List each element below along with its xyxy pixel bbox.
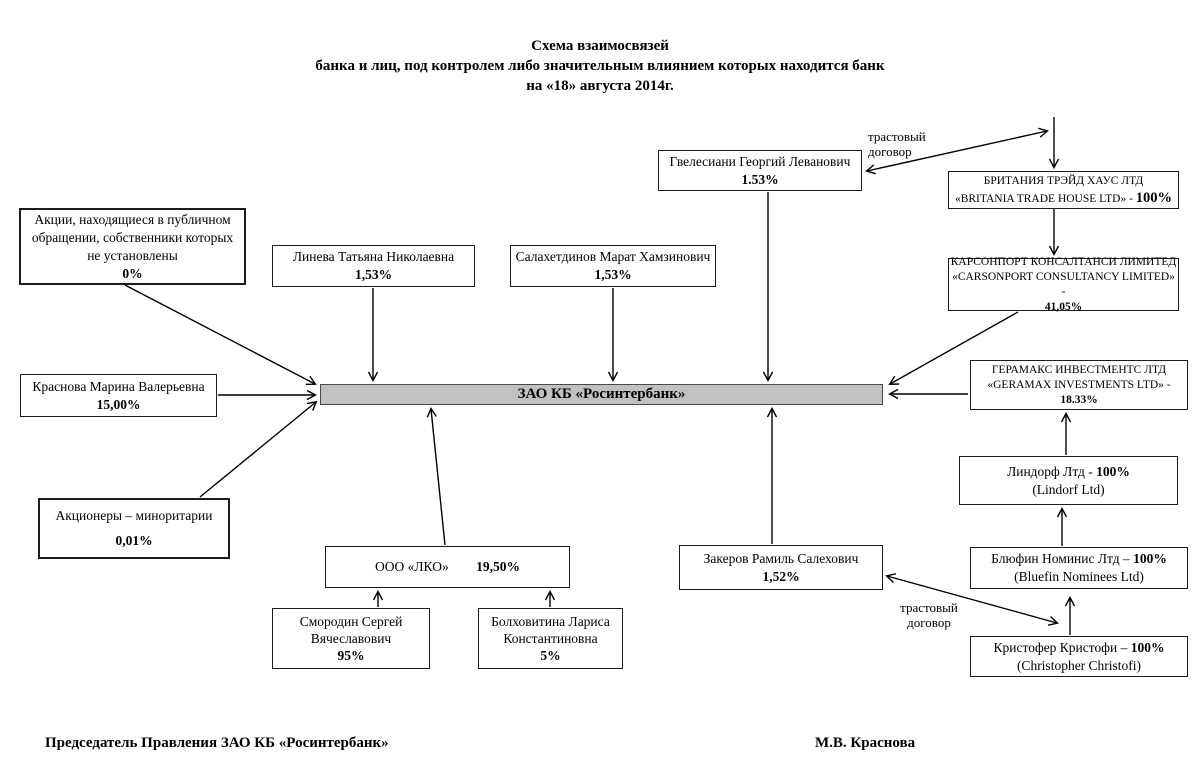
- footer-signature-name: М.В. Краснова: [815, 735, 916, 751]
- bluefin-name-en: (Bluefin Nominees Ltd): [1014, 569, 1144, 584]
- bolkhovitina-name2: Константиновна: [503, 631, 598, 646]
- lindorf-name: Линдорф Лтд -: [1007, 463, 1093, 479]
- node-bluefin: Блюфин Номинис Лтд – 100% (Bluefin Nomin…: [970, 547, 1188, 589]
- britania-name-en: «BRITANIA TRADE HOUSE LTD» -: [954, 192, 1133, 205]
- carsonport-percent: 41,05%: [1044, 300, 1083, 313]
- title-line-1: Схема взаимосвязей: [531, 38, 669, 54]
- public-shares-percent: 0%: [122, 265, 143, 281]
- node-lindorf: Линдорф Лтд - 100% (Lindorf Ltd): [959, 456, 1178, 505]
- lindorf-name-en: (Lindorf Ltd): [1032, 481, 1105, 497]
- geramax-name-ru: ГЕРАМАКС ИНВЕСТМЕНТС ЛТД: [991, 363, 1167, 376]
- arrow-public-shares-to-bank: [124, 284, 317, 385]
- gvelesiani-name: Гвелесиани Георгий Леванович: [669, 153, 851, 169]
- christofi-name: Кристофер Кристофи –: [993, 639, 1128, 655]
- title-line-3: на «18» августа 2014г.: [526, 78, 674, 94]
- node-krasnova: Краснова Марина Валерьевна 15,00%: [20, 374, 217, 417]
- node-minority: Акционеры – миноритарии 0,01%: [38, 498, 230, 559]
- krasnova-name: Краснова Марина Валерьевна: [32, 378, 205, 394]
- christofi-name-en: (Christopher Christofi): [1016, 657, 1142, 673]
- bluefin-name: Блюфин Номинис Лтд –: [991, 551, 1130, 566]
- public-shares-line2: обращении, собственники которых: [31, 229, 234, 245]
- gvelesiani-percent: 1.53%: [741, 171, 779, 187]
- geramax-name-en: «GERAMAX INVESTMENTS LTD» -: [987, 378, 1171, 391]
- node-bolkhovitina: Болховитина Лариса Константиновна 5%: [478, 608, 623, 669]
- bolkhovitina-name1: Болховитина Лариса: [491, 614, 610, 629]
- title-line-2: банка и лиц, под контролем либо значител…: [315, 58, 885, 74]
- christofi-percent: 100%: [1130, 639, 1165, 655]
- node-carsonport: КАРСОНПОРТ КОНСАЛТАНСИ ЛИМИТЕД «CARSONPO…: [948, 255, 1179, 313]
- bolkhovitina-percent: 5%: [540, 648, 561, 663]
- node-gvelesiani: Гвелесиани Георгий Леванович 1.53%: [658, 150, 862, 191]
- node-public-shares: Акции, находящиеся в публичном обращении…: [19, 208, 246, 285]
- lko-name: ООО «ЛКО»: [375, 559, 449, 574]
- smorodin-name1: Смородин Сергей: [299, 614, 403, 629]
- smorodin-name2: Вячеславович: [310, 631, 392, 646]
- arrow-lko-to-bank: [426, 407, 446, 546]
- lineva-percent: 1,53%: [354, 267, 393, 282]
- minority-percent: 0,01%: [115, 533, 153, 548]
- node-lineva: Линева Татьяна Николаевна 1,53%: [272, 245, 475, 287]
- lineva-name: Линева Татьяна Николаевна: [292, 249, 455, 264]
- smorodin-percent: 95%: [337, 648, 365, 663]
- node-lko: ООО «ЛКО» 19,50%: [325, 546, 570, 588]
- arrow-minority-to-bank: [199, 400, 318, 498]
- public-shares-line3: не установлены: [87, 247, 178, 263]
- geramax-percent: 18.33%: [1060, 393, 1098, 406]
- trust-agreement-label-bottom: трастовый договор: [900, 600, 958, 630]
- britania-name-ru: БРИТАНИЯ ТРЭЙД ХАУС ЛТД: [983, 174, 1144, 187]
- node-christofi: Кристофер Кристофи – 100% (Christopher C…: [970, 636, 1188, 677]
- minority-name: Акционеры – миноритарии: [55, 508, 213, 523]
- node-britania: БРИТАНИЯ ТРЭЙД ХАУС ЛТД «BRITANIA TRADE …: [948, 171, 1179, 209]
- lko-percent: 19,50%: [476, 559, 520, 574]
- britania-percent: 100%: [1135, 189, 1173, 206]
- node-smorodin: Смородин Сергей Вячеславович 95%: [272, 608, 430, 669]
- bluefin-percent: 100%: [1133, 551, 1167, 566]
- salakhetdinov-percent: 1,53%: [594, 267, 632, 282]
- public-shares-line1: Акции, находящиеся в публичном: [34, 211, 231, 227]
- node-geramax: ГЕРАМАКС ИНВЕСТМЕНТС ЛТД «GERAMAX INVEST…: [970, 360, 1188, 410]
- krasnova-percent: 15,00%: [96, 396, 141, 412]
- trust-agreement-label-top: трастовый договор: [868, 129, 926, 159]
- node-zakerov: Закеров Рамиль Салехович 1,52%: [679, 545, 883, 590]
- lindorf-percent: 100%: [1096, 463, 1130, 479]
- bank-bar: ЗАО КБ «Росинтербанк»: [320, 384, 883, 405]
- zakerov-name: Закеров Рамиль Салехович: [703, 550, 859, 566]
- salakhetdinov-name: Салахетдинов Марат Хамзинович: [515, 249, 711, 264]
- bank-name: ЗАО КБ «Росинтербанк»: [517, 386, 686, 402]
- footer-chairman-title: Председатель Правления ЗАО КБ «Росинтерб…: [45, 735, 389, 751]
- diagram-title: Схема взаимосвязей банка и лиц, под конт…: [0, 36, 1200, 96]
- carsonport-name-ru: КАРСОНПОРТ КОНСАЛТАНСИ ЛИМИТЕД: [950, 255, 1177, 268]
- zakerov-percent: 1,52%: [762, 568, 800, 584]
- carsonport-name-en: «CARSONPORT CONSULTANCY LIMITED» -: [952, 270, 1175, 298]
- node-salakhetdinov: Салахетдинов Марат Хамзинович 1,53%: [510, 245, 716, 287]
